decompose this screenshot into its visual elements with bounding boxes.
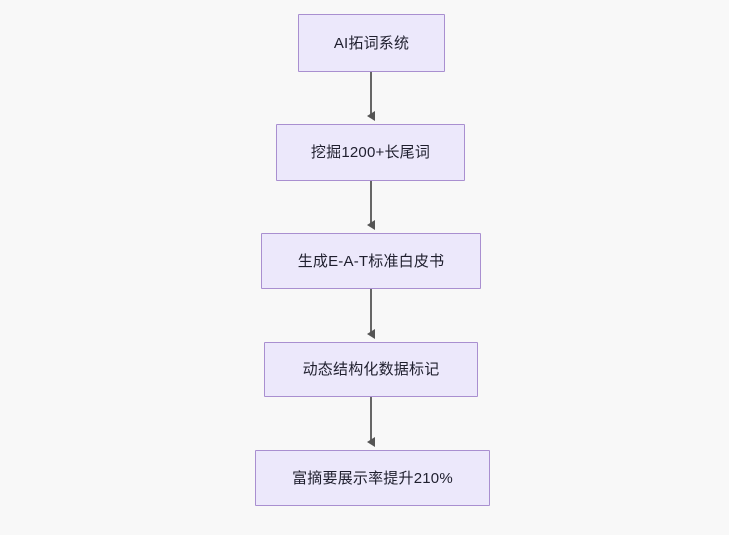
- flow-node-2-label: 挖掘1200+长尾词: [310, 144, 431, 161]
- flow-node-1[interactable]: AI拓词系统: [298, 14, 445, 72]
- flow-node-3-label: 生成E-A-T标准白皮书: [297, 252, 445, 270]
- flow-node-4-label: 动态结构化数据标记: [302, 361, 440, 378]
- flow-node-1-label: AI拓词系统: [333, 34, 410, 52]
- flow-node-5[interactable]: 富摘要展示率提升210%: [255, 450, 490, 506]
- flow-node-3[interactable]: 生成E-A-T标准白皮书: [261, 233, 481, 289]
- flow-node-2[interactable]: 挖掘1200+长尾词: [276, 124, 465, 181]
- flow-node-4[interactable]: 动态结构化数据标记: [264, 342, 478, 397]
- flow-node-5-label: 富摘要展示率提升210%: [292, 469, 453, 487]
